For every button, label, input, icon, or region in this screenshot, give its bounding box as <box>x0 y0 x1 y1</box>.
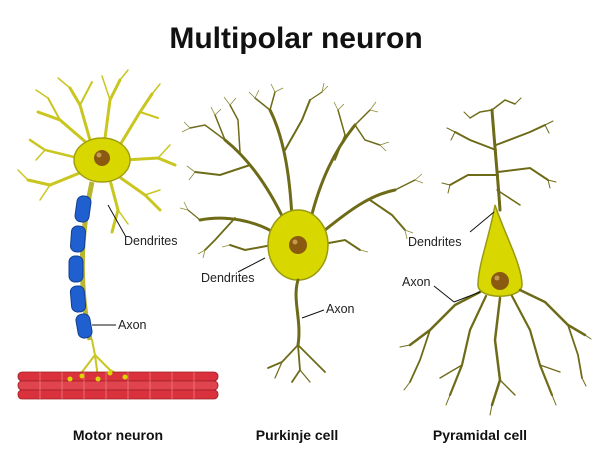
motor-neuron-dendrites <box>17 69 177 234</box>
purkinje-cell-fine-branches <box>179 82 424 259</box>
pyramidal-cell-basal-dendrites <box>399 288 592 416</box>
purkinje-cell: Dendrites Axon Purkinje cell <box>179 82 424 443</box>
motor-neuron-axon-label: Axon <box>118 318 147 332</box>
purkinje-cell-axon-label: Axon <box>326 302 355 316</box>
motor-neuron-caption: Motor neuron <box>73 427 163 443</box>
pyramidal-cell-axon-label: Axon <box>402 275 431 289</box>
purkinje-cell-dendrites-label: Dendrites <box>201 271 255 285</box>
diagram-title: Multipolar neuron <box>169 22 422 55</box>
motor-neuron-dendrites-label: Dendrites <box>124 234 178 248</box>
muscle-fibers <box>17 370 219 400</box>
motor-neuron: Dendrites Axon Motor neuron <box>17 69 219 443</box>
purkinje-cell-dendrites <box>187 91 416 252</box>
pyramidal-cell-caption: Pyramidal cell <box>433 427 527 443</box>
pyramidal-cell-dendrites-label: Dendrites <box>408 235 462 249</box>
purkinje-cell-caption: Purkinje cell <box>256 427 338 443</box>
motor-neuron-axon <box>68 181 126 381</box>
purkinje-cell-axon <box>267 278 326 383</box>
pyramidal-cell-soma <box>477 204 523 297</box>
pyramidal-cell: Dendrites Axon Pyramidal cell <box>399 97 592 443</box>
pyramidal-cell-apical-dendrite <box>441 97 557 212</box>
pyramidal-cell-nucleus <box>491 272 509 290</box>
myelin-sheath <box>68 195 93 339</box>
motor-neuron-nucleus <box>94 150 110 166</box>
purkinje-cell-nucleus <box>289 236 307 254</box>
